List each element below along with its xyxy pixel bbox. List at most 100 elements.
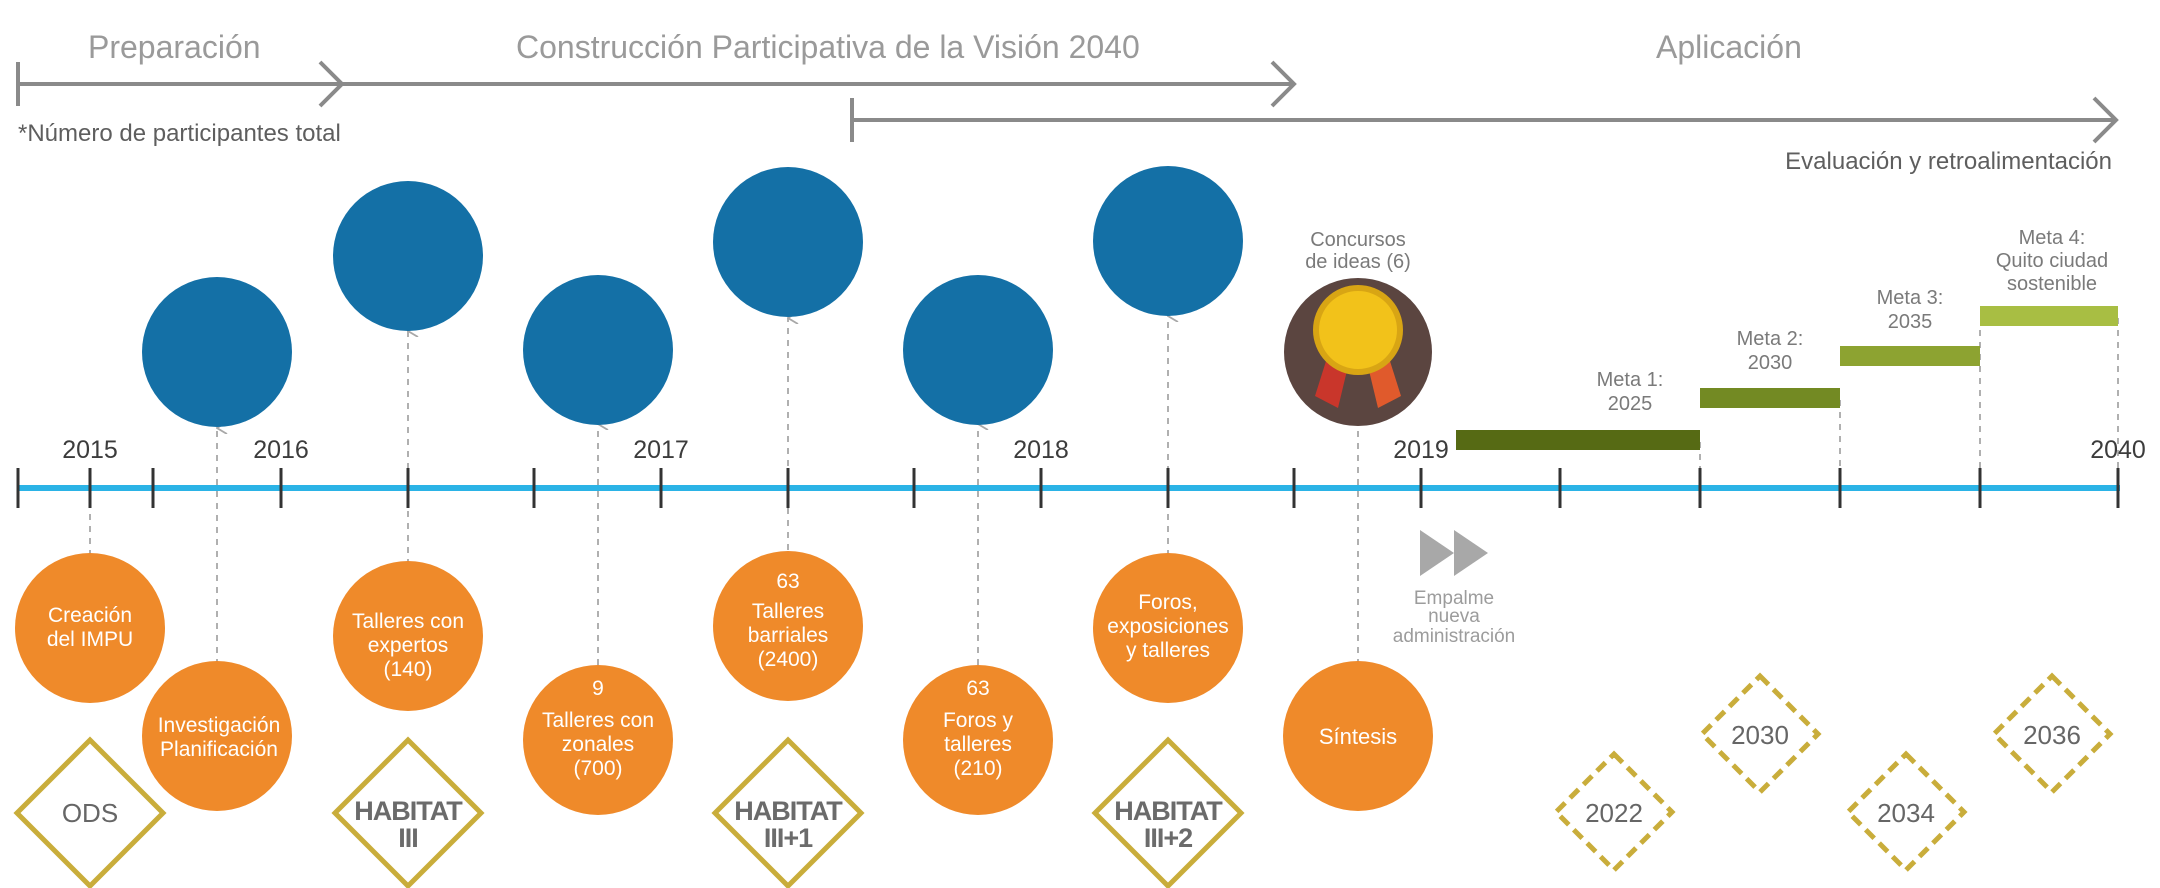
milestone-foros-line3: talleres — [944, 733, 1012, 756]
milestone-zonales-line3: zonales — [562, 733, 634, 756]
blue-circle-barriales — [713, 167, 863, 317]
badge-habitat-iii-line2: III — [398, 823, 418, 853]
empalme-line2: nueva — [1428, 606, 1480, 627]
milestone-zonales-line1: 9 — [592, 677, 604, 700]
concursos-label-2: de ideas (6) — [1305, 251, 1411, 273]
goal-2-line2: 2030 — [1748, 352, 1793, 374]
diamond-2034-label: 2034 — [1877, 798, 1935, 828]
badge-habitat-iii-plus-1: HABITAT III+1 — [711, 736, 865, 888]
milestone-investigacion: Investigación Planificación — [142, 661, 292, 811]
concursos-label-1: Concursos — [1310, 229, 1406, 251]
goals-staircase: Meta 1: 2025 Meta 2: 2030 Meta 3: 2035 M… — [1456, 227, 2118, 450]
goal-2-bar — [1700, 388, 1840, 408]
diamond-2036-label: 2036 — [2023, 720, 2081, 750]
badge-habitat-iii-plus-2-line2: III+2 — [1144, 823, 1192, 853]
milestone-investigacion-line1: Investigación — [158, 714, 281, 737]
diamond-2030-label: 2030 — [1731, 720, 1789, 750]
goal-3-line1: Meta 3: — [1877, 287, 1944, 309]
phase-preparacion: Preparación — [88, 29, 261, 65]
year-2018: 2018 — [1013, 436, 1069, 464]
badge-habitat-iii: HABITAT III — [331, 736, 485, 888]
milestone-impu-line2: del IMPU — [47, 628, 133, 651]
blue-circle-investigacion — [142, 277, 292, 427]
year-2019: 2019 — [1393, 436, 1449, 464]
badge-habitat-iii-plus-2-line1: HABITAT — [1114, 796, 1223, 826]
milestone-barriales-line4: (2400) — [758, 648, 819, 671]
milestone-investigacion-line2: Planificación — [160, 738, 278, 761]
goal-1-line2: 2025 — [1608, 393, 1653, 415]
milestone-impu-line1: Creación — [48, 604, 132, 627]
milestone-exposiciones-line2: exposiciones — [1107, 615, 1228, 638]
milestone-exposiciones-line1: Foros, — [1138, 591, 1198, 614]
milestone-foros-line1: 63 — [966, 677, 989, 700]
concursos-medal: Concursos de ideas (6) — [1284, 229, 1432, 426]
empalme-group: Empalme nueva administración — [1393, 530, 1516, 647]
milestone-expertos-line1: Talleres con — [352, 610, 464, 633]
diamond-2036: 2036 — [1990, 672, 2114, 796]
medal-icon — [1313, 285, 1403, 375]
blue-circle-foros — [903, 275, 1053, 425]
milestone-sintesis: Síntesis — [1283, 661, 1433, 811]
blue-circle-exposiciones — [1093, 166, 1243, 316]
diamond-2030: 2030 — [1698, 672, 1822, 796]
phase-construccion: Construcción Participativa de la Visión … — [516, 29, 1140, 65]
milestone-exposiciones-line3: y talleres — [1126, 639, 1210, 662]
badge-habitat-iii-plus-2: HABITAT III+2 — [1091, 736, 1245, 888]
milestone-barriales-line1: 63 — [776, 570, 799, 593]
fast-forward-icon-second — [1454, 530, 1488, 576]
evaluation-label: Evaluación y retroalimentación — [1785, 148, 2112, 175]
badge-habitat-iii-line1: HABITAT — [354, 796, 463, 826]
milestone-impu: Creación del IMPU — [15, 553, 165, 703]
milestone-barriales: 63 Talleres barriales (2400) — [713, 551, 863, 701]
participants-note: *Número de participantes total — [18, 120, 341, 147]
milestone-zonales-line4: (700) — [573, 757, 622, 780]
milestone-expertos: Talleres con expertos (140) — [333, 561, 483, 711]
milestone-foros-line2: Foros y — [943, 709, 1014, 732]
goal-3-bar — [1840, 346, 1980, 366]
goal-4-line2: Quito ciudad — [1996, 250, 2108, 272]
diamond-2022: 2022 — [1552, 750, 1676, 874]
phase-arrows: Preparación Construcción Participativa d… — [16, 29, 2119, 175]
fast-forward-icon — [1420, 530, 1454, 576]
diamond-2034: 2034 — [1844, 750, 1968, 874]
blue-circles — [142, 166, 1243, 427]
milestone-sintesis-label: Síntesis — [1319, 724, 1397, 749]
milestone-exposiciones: Foros, exposiciones y talleres — [1093, 553, 1243, 703]
orange-milestones: Creación del IMPU Investigación Planific… — [15, 551, 1433, 815]
goal-1-bar — [1456, 430, 1700, 450]
goal-1-line1: Meta 1: — [1597, 369, 1664, 391]
goal-4-line3: sostenible — [2007, 273, 2097, 295]
milestone-foros: 63 Foros y talleres (210) — [903, 665, 1053, 815]
blue-circle-expertos — [333, 181, 483, 331]
badge-ods-label: ODS — [62, 798, 118, 828]
goal-4-bar — [1980, 306, 2118, 326]
badge-habitat-iii-plus-1-line1: HABITAT — [734, 796, 843, 826]
milestone-expertos-line2: expertos — [368, 634, 449, 657]
year-2016: 2016 — [253, 436, 309, 464]
aplicacion-arrowhead — [2092, 96, 2119, 144]
empalme-line3: administración — [1393, 626, 1516, 647]
goal-3-line2: 2035 — [1888, 311, 1933, 333]
goal-2-line1: Meta 2: — [1737, 328, 1804, 350]
milestone-zonales-line2: Talleres con — [542, 709, 654, 732]
construccion-arrowhead — [1270, 60, 1297, 108]
milestone-zonales: 9 Talleres con zonales (700) — [523, 665, 673, 815]
milestone-barriales-line3: barriales — [748, 624, 829, 647]
timeline: 2015 2016 2017 2018 2019 2040 — [16, 436, 2146, 508]
badge-ods: ODS — [13, 736, 167, 888]
year-2015: 2015 — [62, 436, 118, 464]
blue-circle-zonales — [523, 275, 673, 425]
goal-4-line1: Meta 4: — [2019, 227, 2086, 249]
milestone-foros-line4: (210) — [953, 757, 1002, 780]
year-2040: 2040 — [2090, 436, 2146, 464]
empalme-line1: Empalme — [1414, 588, 1494, 609]
phase-aplicacion: Aplicación — [1656, 29, 1802, 65]
gold-badges: ODS HABITAT III HABITAT III+1 HABITAT II… — [13, 736, 1245, 888]
milestone-barriales-line2: Talleres — [752, 600, 824, 623]
future-year-diamonds: 2022 2030 2034 2036 — [1552, 672, 2114, 874]
diamond-2022-label: 2022 — [1585, 798, 1643, 828]
milestone-expertos-line3: (140) — [383, 658, 432, 681]
year-2017: 2017 — [633, 436, 689, 464]
badge-habitat-iii-plus-1-line2: III+1 — [764, 823, 813, 853]
